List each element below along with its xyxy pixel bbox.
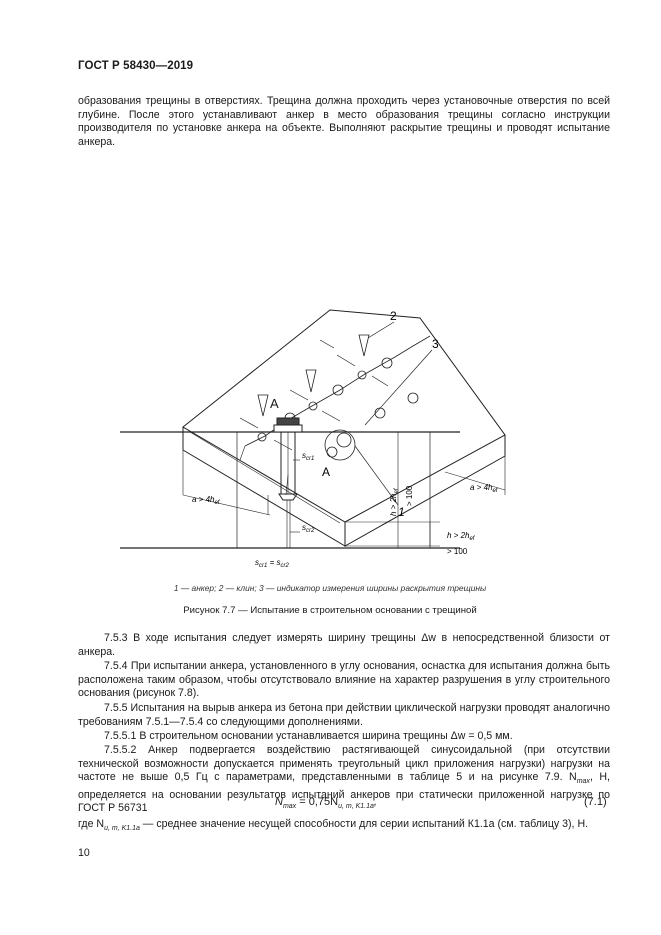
callout-1: 1 (398, 505, 405, 519)
page-number: 10 (78, 847, 90, 859)
detail-title: A (270, 396, 279, 411)
document-header: ГОСТ Р 58430—2019 (78, 60, 194, 72)
dim-h-top: h > 2hef (447, 531, 476, 542)
paragraph-7-5-4: 7.5.4 При испытании анкера, установленно… (78, 660, 610, 700)
detail-s-cr1: scr1 (302, 451, 314, 462)
formula-7-1: Nmax = 0,75Nu, m, K1.1a, (275, 796, 377, 811)
dim-h-bottom: > 100 (447, 547, 468, 556)
detail-h-bottom: > 100 (405, 485, 414, 506)
paragraph-7-5-5-2: 7.5.5.2 Анкер подвергается воздействию р… (78, 744, 610, 815)
crack-line (244, 335, 431, 447)
dim-a-left: a > 4hef (192, 495, 221, 506)
spread-arrows (239, 339, 389, 451)
crack-front (285, 474, 289, 496)
wedges (257, 334, 370, 417)
paragraph-7-5-5-1: 7.5.5.1 В строительном основании устанав… (104, 730, 513, 742)
figure-caption: Рисунок 7.7 — Испытание в строительном о… (183, 605, 477, 616)
detail-h-label: h > 2hef (389, 487, 400, 516)
figure-key: 1 — анкер; 2 — клин; 3 — индикатор измер… (173, 583, 487, 593)
detail-circle (324, 429, 356, 461)
detail-a-drawing: scr1 scr2 scr1 = scr2 h > 2hef > 100 (120, 417, 460, 569)
dim-a-right: a > 4hef (470, 483, 499, 494)
paragraph-7-5-3: 7.5.3 В ходе испытания следует измерять … (78, 632, 610, 658)
crack-front-2 (239, 445, 246, 461)
callout-3: 3 (432, 337, 439, 351)
intro-paragraph: образования трещины в отверстиях. Трещин… (78, 95, 610, 148)
paragraph-7-5-5: 7.5.5 Испытания на вырыв анкера из бетон… (78, 702, 610, 728)
detail-s-cr2: scr2 (302, 523, 315, 534)
detail-marker: A (322, 465, 330, 479)
callout-2: 2 (390, 309, 397, 323)
slab-front-right (344, 435, 506, 547)
detail-equation: scr1 = scr2 (255, 558, 289, 569)
formula-number: (7.1) (584, 796, 607, 808)
slab-top-face (182, 309, 506, 523)
slab-edge-line (189, 431, 341, 524)
where-clause: где Nu, m, K1.1a — среднее значение несу… (78, 818, 589, 833)
